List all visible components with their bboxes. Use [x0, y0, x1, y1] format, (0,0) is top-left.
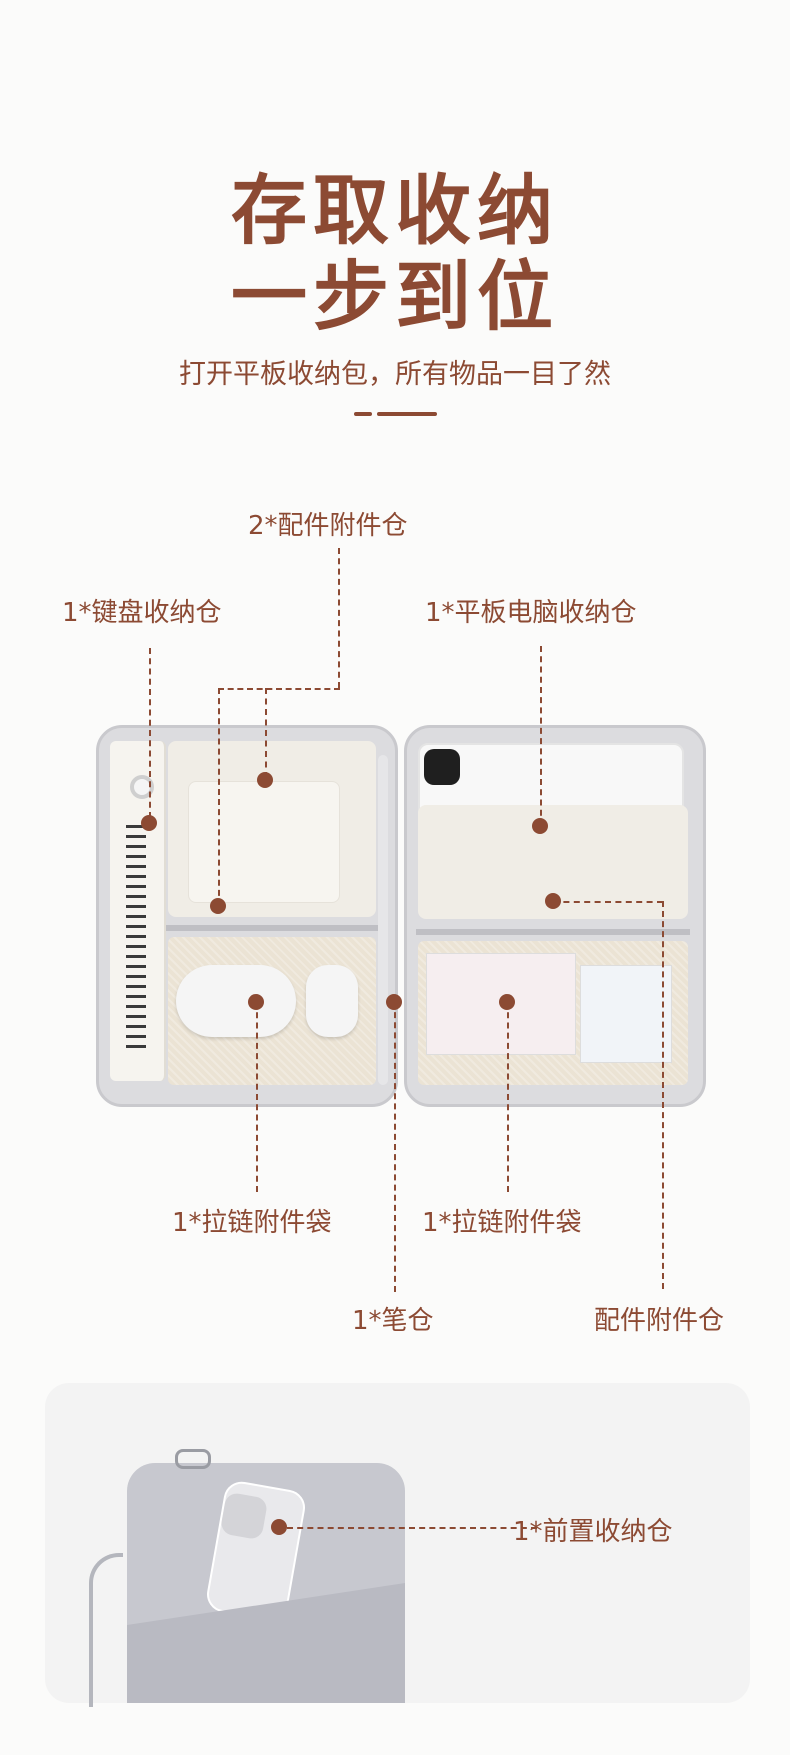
zipper-pull [175, 1449, 211, 1469]
leader-right-accessory-h [553, 901, 663, 903]
phone-camera-icon [219, 1491, 269, 1541]
headline-line-1: 存取收纳 [231, 166, 559, 255]
decor-dash-short [354, 412, 372, 416]
leader-zip-right [507, 1002, 509, 1192]
dot-tablet [532, 818, 548, 834]
pen-slot-strip [378, 755, 388, 1085]
spiral-binding [126, 825, 146, 1055]
dot-keyboard [141, 815, 157, 831]
leader-keyboard [149, 648, 151, 818]
leader-tablet [540, 646, 542, 826]
headline-line-2: 一步到位 [231, 252, 559, 341]
leader-zip-left [256, 1002, 258, 1192]
label-zip-right: 1*拉链附件袋 [422, 1208, 582, 1238]
label-keyboard-compartment: 1*键盘收纳仓 [62, 598, 222, 628]
leader-accessory-h [218, 688, 340, 690]
case-left-half [96, 725, 398, 1107]
note-item [580, 965, 672, 1063]
zipper-left [166, 925, 380, 931]
label-zip-left: 1*拉链附件袋 [172, 1208, 332, 1238]
label-front-compartment: 1*前置收纳仓 [513, 1517, 673, 1547]
label-right-accessory: 配件附件仓 [594, 1306, 725, 1336]
label-pen-slot: 1*笔仓 [352, 1306, 434, 1336]
leader-accessory-v2 [265, 688, 267, 778]
zipper-right [416, 929, 690, 935]
leader-right-accessory-v [662, 901, 664, 1289]
leader-front-compartment [287, 1527, 537, 1529]
label-tablet-compartment: 1*平板电脑收纳仓 [425, 598, 637, 628]
decor-dash-long [377, 412, 437, 416]
headline-subtitle: 打开平板收纳包，所有物品一目了然 [179, 359, 611, 390]
label-accessory-compartments: 2*配件附件仓 [248, 511, 408, 541]
dot-accessory-upper [257, 772, 273, 788]
front-view-panel: 1*前置收纳仓 [45, 1383, 750, 1707]
mouse-item [176, 965, 296, 1037]
earbuds-case [306, 965, 358, 1037]
case-right-half [404, 725, 706, 1107]
strap-handle [89, 1553, 123, 1707]
leader-pen-slot [394, 1002, 396, 1292]
dot-accessory-lower [210, 898, 226, 914]
camera-icon [424, 749, 460, 785]
leader-accessory-v3 [218, 688, 220, 906]
leader-accessory-v1 [338, 548, 340, 688]
accessory-items [188, 781, 340, 903]
dot-front-compartment [271, 1519, 287, 1535]
